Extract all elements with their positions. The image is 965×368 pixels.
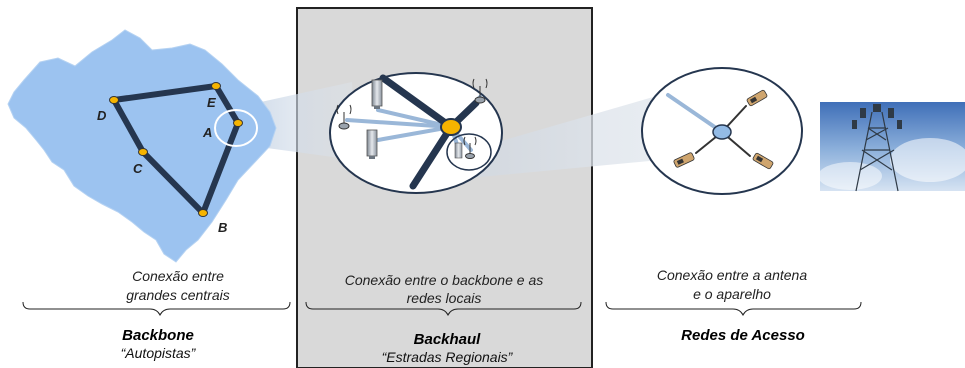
server-tower-icon xyxy=(366,129,378,159)
mobile-phone-icon xyxy=(752,152,774,170)
node-label-d: D xyxy=(97,108,107,123)
node-b xyxy=(198,209,208,217)
node-a xyxy=(233,119,243,127)
radio-antenna-icon xyxy=(463,136,477,159)
node-c xyxy=(138,148,148,156)
backbone-trunk-2 xyxy=(409,123,455,190)
radio-antenna-icon xyxy=(336,104,352,130)
node-label-c: C xyxy=(133,161,143,176)
server-tower-icon xyxy=(454,142,463,159)
backbone-trunk-1 xyxy=(379,74,455,131)
backbone-nodes xyxy=(109,82,243,217)
access-title: Redes de Acesso xyxy=(681,327,805,344)
local-link-3 xyxy=(376,108,453,129)
node-label-a: A xyxy=(202,125,212,140)
node-label-e: E xyxy=(207,95,216,110)
radio-antenna-icon xyxy=(472,78,488,104)
link-a-b xyxy=(200,120,241,216)
access-brace xyxy=(605,301,862,317)
backhaul-subtitle: “Estradas Regionais” xyxy=(382,349,514,365)
backbone-brace xyxy=(22,301,291,317)
backhaul-brace xyxy=(305,301,582,317)
access-caption-line1: Conexão entre a antena xyxy=(657,267,807,283)
mobile-phone-icon xyxy=(746,89,768,107)
access-antenna-node xyxy=(712,124,732,140)
backhaul-caption-line2: redes locais xyxy=(407,290,482,306)
backhaul-hub-node xyxy=(440,118,462,136)
local-link-2 xyxy=(376,125,453,142)
backhaul-title: Backhaul xyxy=(414,331,482,348)
backhaul-caption-line1: Conexão entre o backbone e as xyxy=(345,272,543,288)
access-caption-line2: e o aparelho xyxy=(693,286,771,302)
backbone-title: Backbone xyxy=(122,327,194,344)
link-d-c xyxy=(111,97,146,155)
server-tower-icon xyxy=(371,79,383,109)
mobile-phone-icon xyxy=(673,152,695,168)
zoom-beam-backbone xyxy=(252,82,355,160)
local-subnet-circle xyxy=(446,133,492,171)
link-d-e xyxy=(111,83,219,103)
node-label-b: B xyxy=(218,220,227,235)
backbone-caption-line2: grandes centrais xyxy=(126,287,230,303)
backbone-caption-line1: Conexão entre xyxy=(132,268,224,284)
node-d xyxy=(109,96,119,104)
node-e xyxy=(211,82,221,90)
node-a-highlight xyxy=(214,109,258,147)
local-link-1 xyxy=(345,118,453,129)
link-e-a xyxy=(213,83,241,126)
zoom-beam-backhaul xyxy=(470,95,660,178)
cell-tower-photo-icon xyxy=(818,102,965,192)
backbone-subtitle: “Autopistas” xyxy=(121,345,197,361)
access-backhaul-link xyxy=(666,93,724,134)
link-c-b xyxy=(140,149,206,216)
section-braces xyxy=(22,301,862,317)
backbone-links xyxy=(111,83,241,216)
